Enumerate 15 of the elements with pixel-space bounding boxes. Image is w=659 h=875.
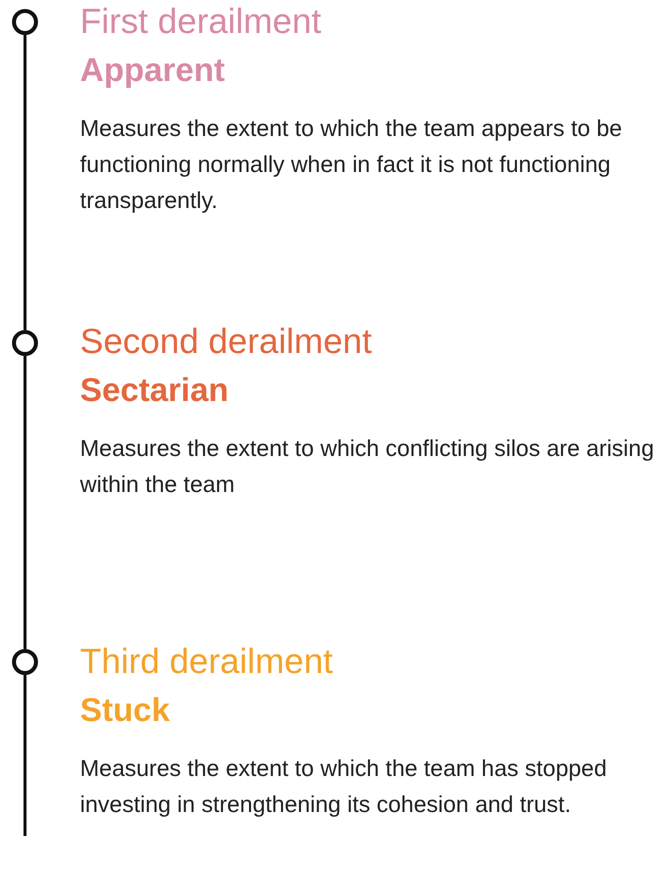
heading: Third derailment [80, 641, 334, 683]
description: Measures the extent to which the team has stopped investing in strengthening its cohesion and trust. [80, 754, 608, 819]
timeline-dot [12, 649, 38, 675]
description: Measures the extent to which the team appears to be functioning normally when in fact it is not functioning transparently. [80, 114, 624, 215]
subheading: Apparent [80, 50, 226, 90]
subheading: Sectarian [80, 370, 230, 410]
heading: First derailment [80, 1, 322, 43]
timeline-line [24, 35, 26, 330]
timeline-line [24, 675, 26, 836]
heading: Second derailment [80, 321, 373, 363]
timeline-dot [12, 330, 38, 356]
subheading: Stuck [80, 690, 171, 730]
timeline-dot [12, 9, 38, 35]
description: Measures the extent to which conflicting silos are arising within the team [80, 434, 655, 499]
timeline-line [24, 356, 26, 649]
